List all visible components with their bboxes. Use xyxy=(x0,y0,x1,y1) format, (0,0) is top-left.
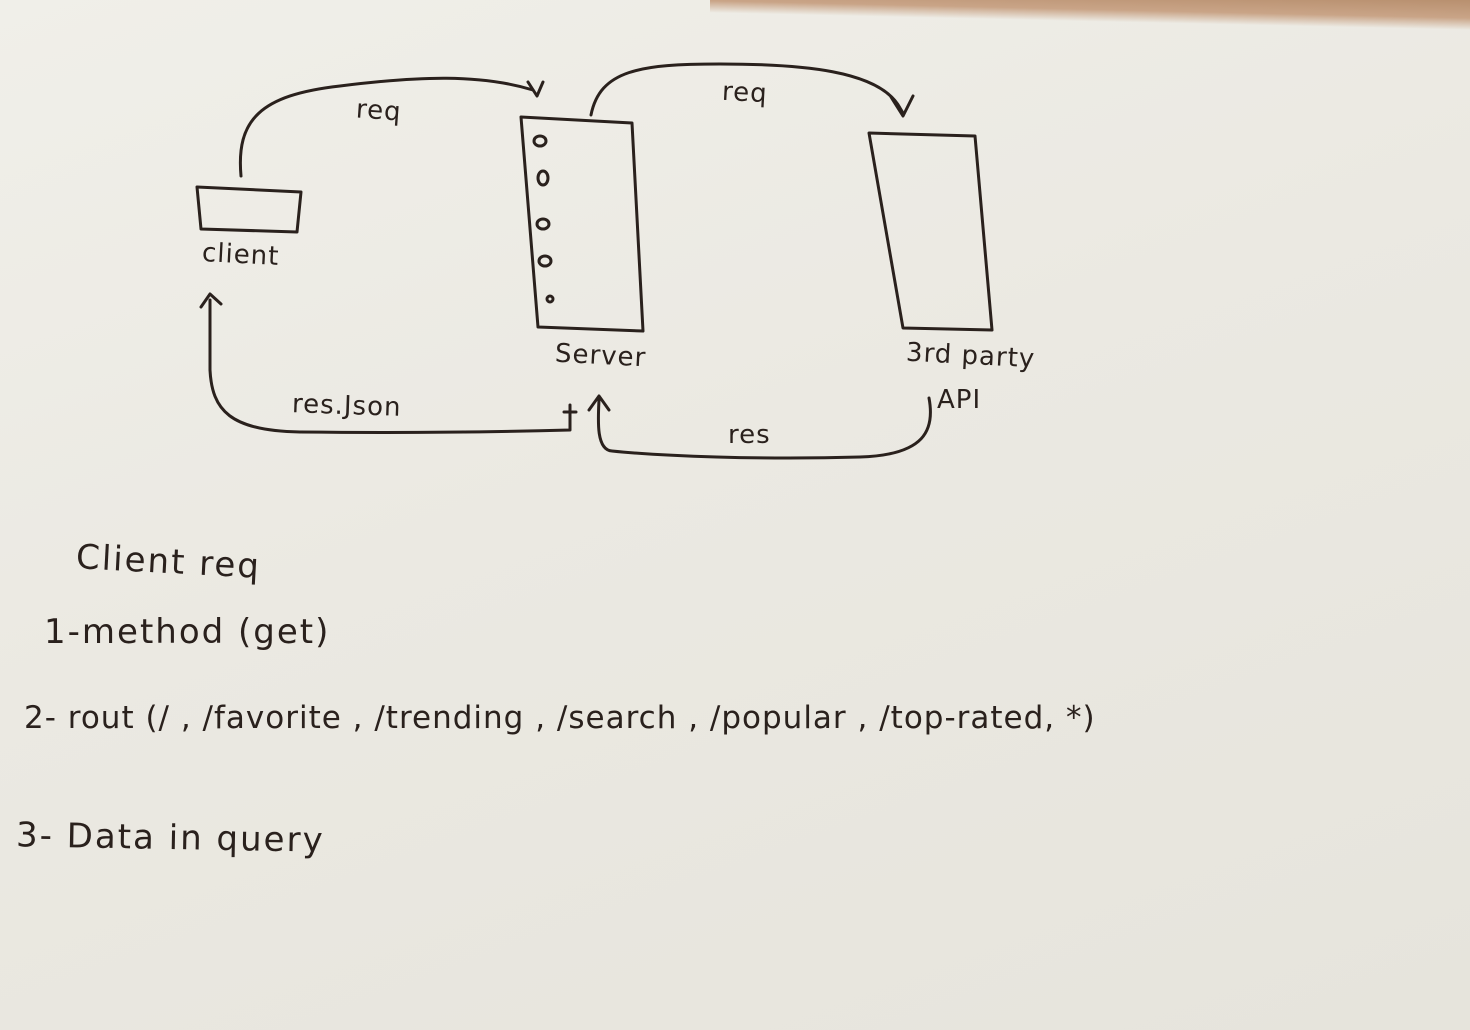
arrowhead-server-to-client xyxy=(199,292,223,309)
client-box xyxy=(195,185,303,234)
arrowhead-client-to-server xyxy=(526,80,545,98)
edge-label-server-to-client: res.Json xyxy=(291,389,403,423)
arrow-server-to-api xyxy=(589,62,905,117)
arrowhead-api-to-server xyxy=(587,394,611,412)
notes-item-2: 2- rout (/ , /favorite , /trending , /se… xyxy=(24,700,1096,736)
arrow-api-to-server xyxy=(596,396,932,460)
node-label-api-line2: API xyxy=(937,385,982,415)
arrow-client-to-server xyxy=(238,76,535,178)
notes-item-3: 3- Data in query xyxy=(15,815,325,861)
api-box xyxy=(867,131,994,332)
arrowhead-server-to-api xyxy=(889,94,915,118)
node-label-client: client xyxy=(201,237,281,273)
notes-item-1: 1-method (get) xyxy=(44,612,331,652)
node-label-server: Server xyxy=(554,338,647,374)
edge-label-client-to-server: req xyxy=(355,94,403,128)
server-box xyxy=(519,115,645,333)
arrow-server-to-client xyxy=(208,298,572,434)
edge-label-server-to-api: req xyxy=(721,76,769,110)
edge-label-api-to-server: res xyxy=(728,420,771,450)
server-ports xyxy=(532,134,555,304)
